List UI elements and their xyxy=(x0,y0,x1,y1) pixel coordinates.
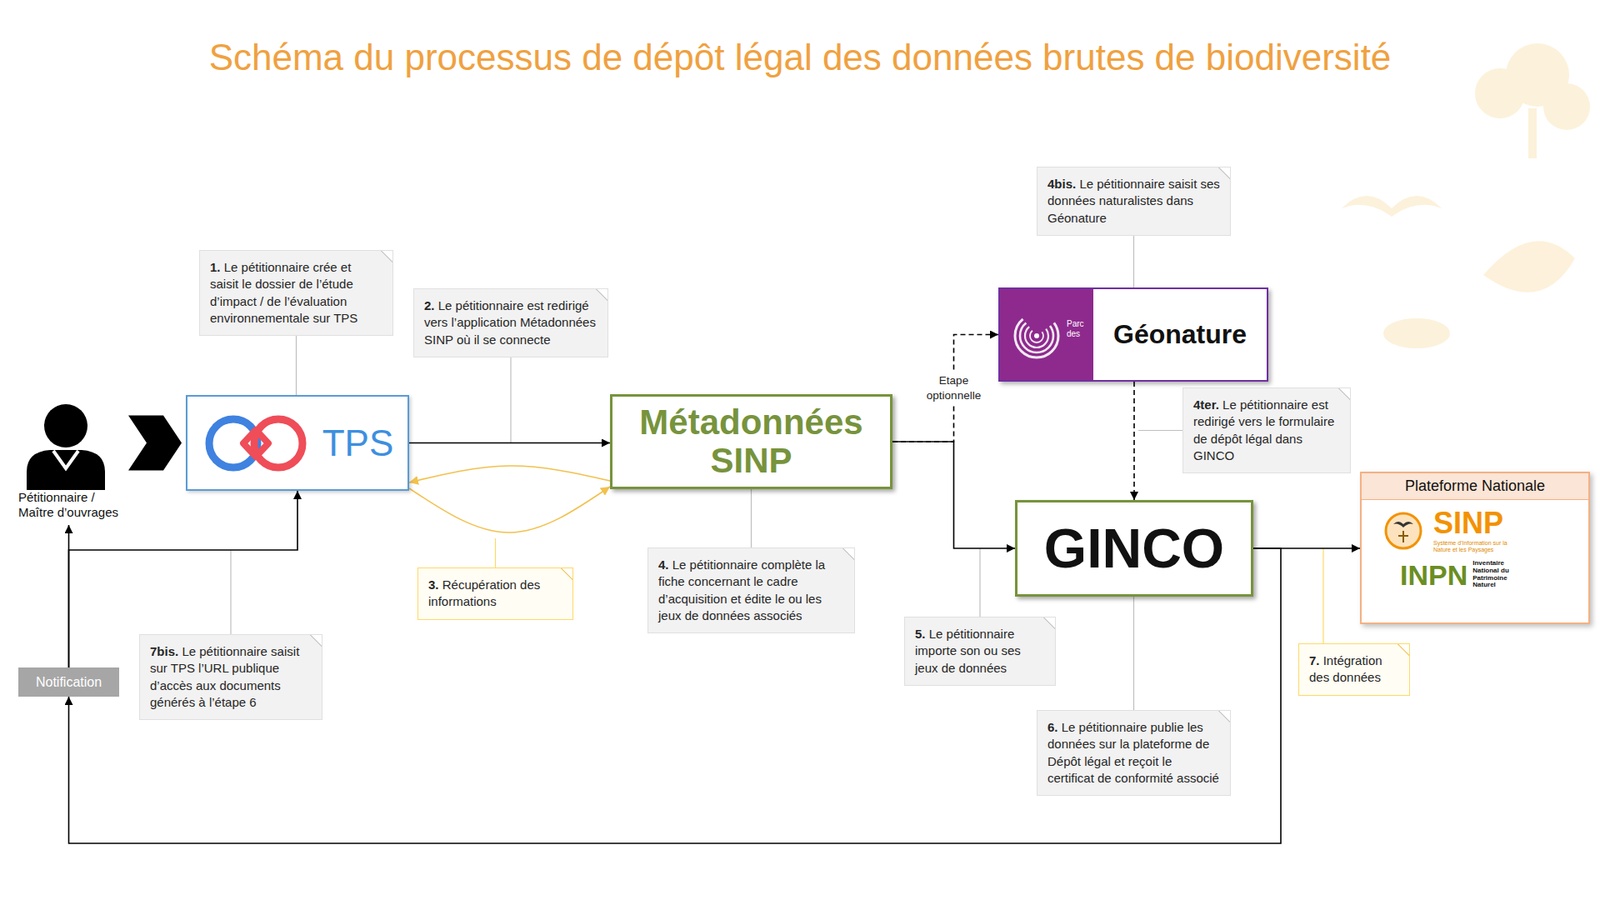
optional-arrow xyxy=(1133,381,1135,500)
step-number: 5. xyxy=(915,626,926,641)
spiral-ring xyxy=(1030,329,1044,343)
step-note: 5.Le pétitionnaire importe son ou ses je… xyxy=(905,617,1055,685)
leader-line xyxy=(230,550,231,635)
spiral-ring xyxy=(1015,314,1059,358)
step-note: 4bis.Le pétitionnaire saisit ses données… xyxy=(1037,167,1230,235)
flow-arrow xyxy=(68,525,70,668)
leader-line xyxy=(1322,548,1324,645)
application-name: GINCO xyxy=(1044,518,1225,580)
animal-silhouette xyxy=(1383,318,1450,349)
logo-text: Parc des xyxy=(1066,319,1090,339)
actor-label: Pétitionnaire / Maître d’ouvrages xyxy=(10,490,125,520)
leader-line xyxy=(1133,235,1135,288)
person-head xyxy=(44,404,88,448)
emblem-bird xyxy=(1393,521,1414,528)
logo-ring xyxy=(254,419,303,468)
leader-line xyxy=(750,489,752,549)
step-number: 4. xyxy=(658,557,670,572)
application-box: GINCO xyxy=(1015,500,1254,597)
leader-line xyxy=(295,335,297,395)
leader-line xyxy=(510,356,511,444)
park-logo: Parc des xyxy=(1000,289,1094,380)
flow-arrow xyxy=(409,442,610,445)
notification-box: Notification xyxy=(18,667,120,697)
step-text: Intégration des données xyxy=(1309,653,1383,685)
logo-subtitle: Inventaire National du Patrimoine Nature… xyxy=(1472,560,1521,590)
emblem-ring xyxy=(1385,513,1421,549)
application-box: Métadonnées SINP xyxy=(610,394,893,490)
step-number: 7. xyxy=(1309,653,1320,668)
step-note: 7bis.Le pétitionnaire saisit sur TPS l’U… xyxy=(140,635,322,720)
step-text: Le pétitionnaire publie les données sur … xyxy=(1047,720,1220,785)
tree-silhouette xyxy=(1543,83,1590,130)
platform-box: Plateforme NationaleSINPSystème d’Inform… xyxy=(1360,471,1590,625)
person-body xyxy=(26,450,105,490)
step-note: 3.Récupération des informations xyxy=(418,568,573,620)
step-note: 6.Le pétitionnaire publie les données su… xyxy=(1037,710,1230,795)
notification-label: Notification xyxy=(35,675,102,690)
application-name: Métadonnées SINP xyxy=(620,403,882,480)
tree-silhouette xyxy=(1475,68,1525,119)
flow-arrow xyxy=(892,441,1015,549)
step-note: 2.Le pétitionnaire est redirigé vers l’a… xyxy=(414,289,608,357)
logo-subtitle: Système d’Information sur la Nature et l… xyxy=(1433,540,1520,554)
person-collar xyxy=(53,450,79,469)
tree-silhouette xyxy=(1528,108,1537,159)
step-note: 4.Le pétitionnaire complète la fiche con… xyxy=(648,548,855,633)
bird-silhouette xyxy=(1341,195,1442,217)
logo-text: SINP xyxy=(1433,508,1520,539)
exchange-curve xyxy=(409,465,610,483)
step-number: 1. xyxy=(210,260,221,275)
step-text: Le pétitionnaire complète la fiche conce… xyxy=(658,557,825,623)
person-icon xyxy=(20,403,112,490)
exchange-curve xyxy=(409,486,610,533)
application-box: Parc des Géonature xyxy=(998,287,1269,382)
step-number: 4bis. xyxy=(1047,176,1076,191)
chevron-arrow xyxy=(128,415,182,471)
leader-line xyxy=(1133,596,1135,711)
optional-arrow xyxy=(892,335,999,443)
step-text: Récupération des informations xyxy=(428,577,540,609)
sinp-emblem xyxy=(1383,510,1424,551)
step-note: 4ter.Le pétitionnaire est redirigé vers … xyxy=(1183,388,1350,473)
diagram-title: Schéma du processus de dépôt légal des d… xyxy=(0,36,1600,79)
edge-label: Etape optionnelle xyxy=(920,371,989,405)
application-name: Géonature xyxy=(1113,319,1247,350)
leader-line xyxy=(1138,430,1184,431)
step-number: 7bis. xyxy=(150,644,179,659)
step-note: 7.Intégration des données xyxy=(1299,644,1410,695)
tps-logo xyxy=(201,411,311,475)
step-number: 4ter. xyxy=(1193,397,1220,412)
application-box: TPS xyxy=(185,395,410,491)
logo-ring xyxy=(209,419,258,468)
platform-heading: Plateforme Nationale xyxy=(1361,473,1589,500)
step-number: 2. xyxy=(424,298,435,313)
step-note: 1.Le pétitionnaire crée et saisit le dos… xyxy=(200,250,393,335)
leaf-silhouette xyxy=(1483,240,1575,293)
step-text: Le pétitionnaire importe son ou ses jeux… xyxy=(915,626,1021,675)
logo-text: INPN xyxy=(1400,560,1468,590)
emblem-tree xyxy=(1398,530,1409,543)
spiral-ring xyxy=(1025,324,1049,348)
spiral-ring xyxy=(1020,319,1054,353)
actor-figure: Pétitionnaire / Maître d’ouvrages xyxy=(10,403,125,525)
spiral-dot xyxy=(1034,333,1040,339)
step-text: Le pétitionnaire crée et saisit le dossi… xyxy=(210,260,358,325)
leader-line xyxy=(495,538,496,569)
step-number: 3. xyxy=(428,577,440,592)
step-number: 6. xyxy=(1047,720,1059,735)
logo-diamond xyxy=(243,430,269,457)
application-name: TPS xyxy=(322,422,395,465)
leader-line xyxy=(979,548,980,618)
step-text: Le pétitionnaire est redirigé vers l’app… xyxy=(424,298,596,347)
